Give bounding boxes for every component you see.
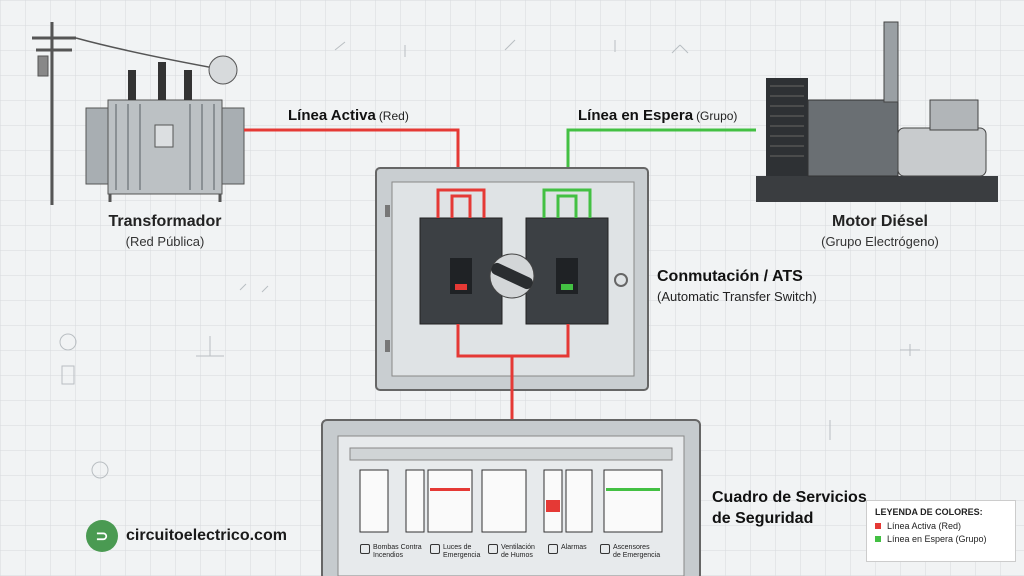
bell-icon [548,544,558,554]
safety-panel-label: Cuadro de Servicios de Seguridad [712,489,867,527]
plug-icon: ⊃ [86,520,118,552]
utility-pole-icon [32,22,226,205]
ats-enclosure [375,167,649,391]
active-line-label: Línea Activa(Red) [288,107,409,124]
legend-swatch-green [875,536,881,542]
legend-item-standby: Línea en Espera (Grupo) [875,534,1007,544]
legend-item-active: Línea Activa (Red) [875,521,1007,531]
generator-label: Motor Diésel (Grupo Electrógeno) [821,213,939,249]
diesel-generator-icon [756,21,998,202]
fan-icon [488,544,498,554]
color-legend: LEYENDA DE COLORES: Línea Activa (Red) L… [866,500,1016,562]
transformer-label: Transformador (Red Pública) [108,213,222,249]
legend-swatch-red [875,523,881,529]
breaker-row [359,469,663,533]
brand-site: circuitoelectrico.com [126,527,287,544]
standby-line-label: Línea en Espera(Grupo) [578,107,738,124]
elevator-icon [600,544,610,554]
lamp-icon [430,544,440,554]
pump-icon [360,544,370,554]
legend-heading: LEYENDA DE COLORES: [875,507,983,517]
circuit-label-alarms: Alarmas [548,544,587,554]
ats-label: Conmutación / ATS (Automatic Transfer Sw… [657,268,817,304]
brand-logo[interactable]: ⊃ circuitoelectrico.com [86,520,287,552]
transformer-icon [85,55,245,202]
